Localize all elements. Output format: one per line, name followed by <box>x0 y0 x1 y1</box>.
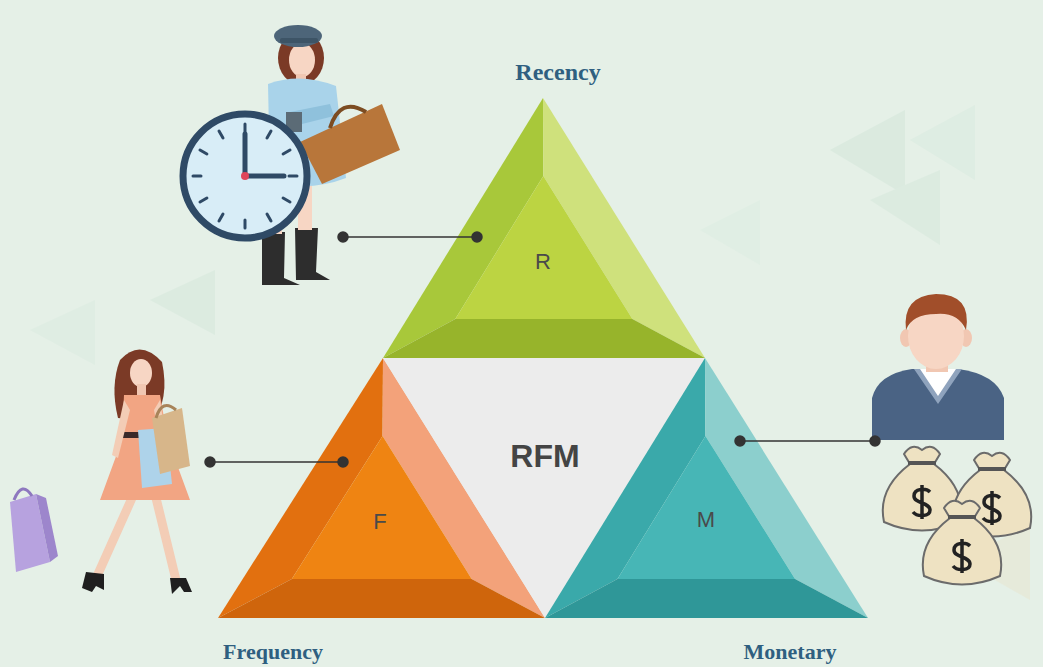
walking-woman <box>36 494 58 562</box>
clock-icon <box>219 214 223 221</box>
walking-woman <box>82 572 104 592</box>
triangle-shape <box>380 50 710 362</box>
woman-with-bag <box>289 43 315 77</box>
man-with-money <box>923 501 1001 585</box>
walking-woman <box>156 498 176 580</box>
axis-heading: Frequency <box>163 640 383 664</box>
triangle-letter: M <box>676 508 736 532</box>
leader-line <box>338 232 482 242</box>
triangle-face <box>383 319 705 358</box>
clock-icon <box>244 220 247 228</box>
leader-line <box>210 461 343 463</box>
background-decoration <box>910 105 975 180</box>
background-decoration <box>30 300 95 365</box>
walking-woman <box>130 359 152 387</box>
man-with-money <box>948 515 976 519</box>
man-with-money <box>953 539 970 573</box>
man-with-money <box>913 485 930 519</box>
clock-icon <box>193 175 201 178</box>
clock-icon <box>267 131 271 138</box>
leader-line <box>740 440 875 442</box>
clock-icon <box>183 114 307 238</box>
leader-line <box>472 232 482 242</box>
clock-icon <box>289 175 297 178</box>
clock-icon <box>244 124 247 132</box>
background-decoration <box>830 110 905 195</box>
background-decoration <box>150 270 215 335</box>
walking-woman <box>170 578 192 594</box>
woman-with-bag <box>262 232 300 285</box>
triangle-face <box>218 579 545 618</box>
leader-line <box>735 436 880 446</box>
triangle-face <box>617 436 795 579</box>
center-label: RFM <box>465 439 625 474</box>
leader-line <box>870 436 880 446</box>
woman-with-bag <box>278 31 324 85</box>
leader-line <box>205 457 348 467</box>
walking-woman <box>100 395 190 500</box>
walking-woman <box>112 400 130 458</box>
axis-heading: Monetary <box>680 640 900 664</box>
recency-triangle: RecencyR <box>380 50 710 362</box>
man-with-money <box>983 491 1000 525</box>
background-decoration <box>870 170 940 245</box>
woman-with-bag <box>262 25 400 285</box>
leader-line <box>338 232 348 242</box>
man-with-money <box>906 294 967 330</box>
clock-icon <box>183 114 307 238</box>
woman-with-bag <box>295 228 330 280</box>
man-with-money <box>872 369 1004 440</box>
walking-woman <box>10 349 192 594</box>
walking-woman <box>156 406 176 419</box>
clock-icon <box>245 134 284 176</box>
man-with-money <box>978 467 1006 471</box>
clock-icon <box>200 198 207 202</box>
axis-heading: Recency <box>448 59 668 85</box>
triangle-face <box>292 436 472 579</box>
man-with-money <box>923 501 1001 585</box>
woman-with-bag <box>330 107 366 128</box>
monetary-triangle: MMonetary <box>540 355 885 667</box>
clock-icon <box>193 124 297 228</box>
clock-icon <box>283 198 290 202</box>
walking-woman <box>14 489 32 500</box>
walking-woman <box>152 408 190 474</box>
clock-icon <box>283 150 290 154</box>
woman-with-bag <box>300 104 400 184</box>
leader-line <box>735 436 745 446</box>
clock-icon <box>219 131 223 138</box>
triangle-face <box>455 176 632 319</box>
triangle-letter: R <box>513 250 573 274</box>
clock-icon <box>267 214 271 221</box>
leader-line <box>338 457 348 467</box>
woman-with-bag <box>274 25 322 47</box>
walking-woman <box>98 498 132 574</box>
man-with-money <box>908 461 936 465</box>
triangle-letter: F <box>350 510 410 534</box>
clock-icon <box>200 150 207 154</box>
clock-icon <box>241 172 249 180</box>
man-with-money <box>914 369 962 404</box>
woman-with-bag <box>280 38 318 43</box>
background-decoration <box>700 200 760 265</box>
man-with-money <box>872 294 1031 585</box>
leader-line <box>343 236 477 238</box>
leader-line <box>205 457 215 467</box>
triangle-face <box>545 579 868 618</box>
